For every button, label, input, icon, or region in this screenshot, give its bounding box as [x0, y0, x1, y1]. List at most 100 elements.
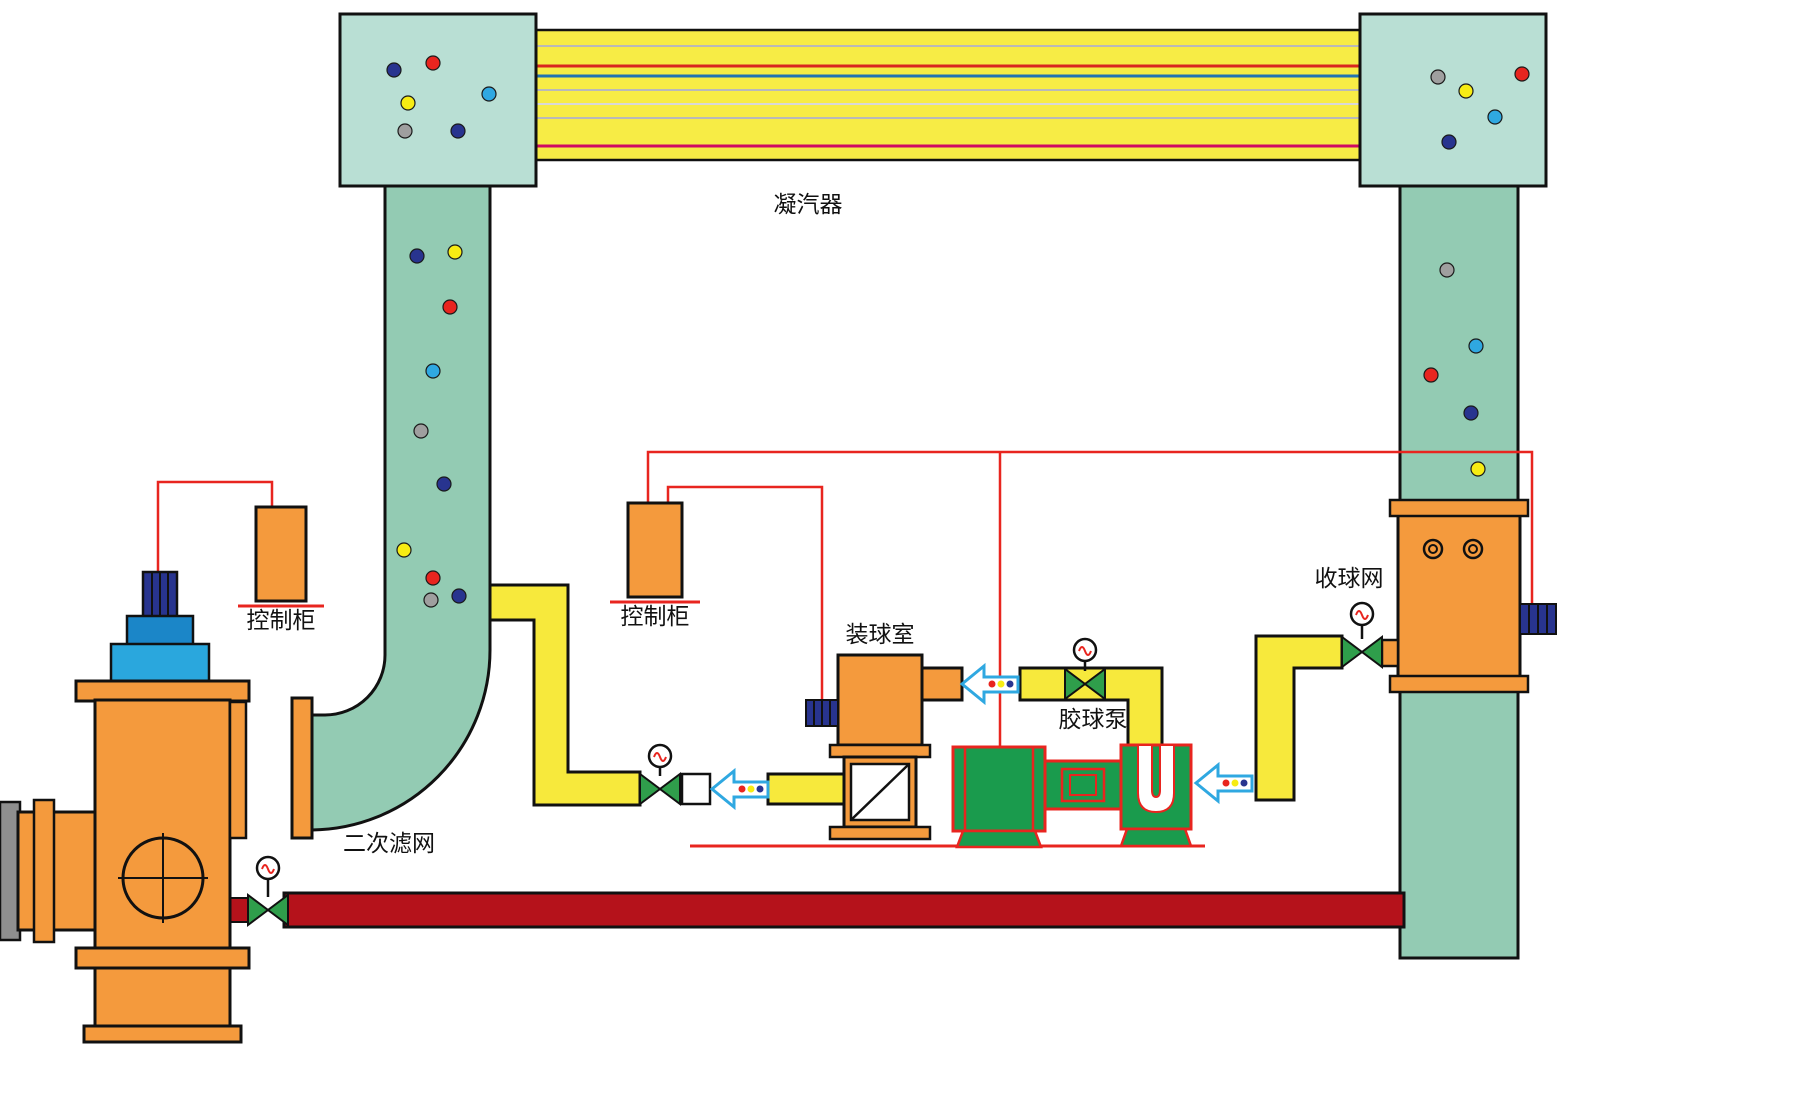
- arrow-ball: [997, 680, 1005, 688]
- pump-u-channel: [1137, 744, 1175, 814]
- collector-bottom-flange: [1388, 674, 1530, 694]
- cleaning-ball-red: [425, 55, 441, 71]
- filter-bottom-flange: [74, 946, 251, 970]
- chamber-mid-flange: [828, 743, 932, 759]
- cleaning-ball-cyan: [1487, 109, 1503, 125]
- left-waterbox: [338, 12, 538, 188]
- signal-line-chamber: [666, 485, 824, 702]
- coupling-detail: [1069, 774, 1097, 796]
- arrow-ball: [1006, 680, 1014, 688]
- filter-base-plate: [82, 1024, 243, 1044]
- secondary-filter-label: 二次滤网: [343, 830, 435, 856]
- bolt-icon: [1422, 538, 1444, 560]
- collector-left-stub: [1380, 638, 1400, 668]
- cleaning-ball-red: [1423, 367, 1439, 383]
- arrow-ball: [1222, 779, 1230, 787]
- left-pipe-flange: [290, 696, 314, 840]
- secondary-filter-device: [0, 570, 251, 1044]
- valve-icon: [1341, 635, 1364, 669]
- cleaning-ball-red: [1514, 66, 1530, 82]
- ball-loading-chamber-label: 装球室: [846, 621, 915, 647]
- balls-layer: [386, 55, 1530, 608]
- signal-line-filter-actuator: [156, 480, 274, 592]
- cleaning-ball-navy: [386, 62, 402, 78]
- filter-top-flange: [74, 679, 251, 703]
- inline-sight-box: [680, 772, 712, 806]
- gauge-needle: [261, 864, 275, 874]
- drain-pipe: [282, 891, 1406, 929]
- ball-collecting-net-device: [1380, 498, 1557, 694]
- pump-motor: [951, 745, 1047, 833]
- inlet-flange: [32, 798, 56, 944]
- control-cabinet-left: [238, 505, 324, 608]
- rubber-ball-pump-label: 胶球泵: [1059, 706, 1128, 732]
- gauge-needle: [653, 752, 667, 762]
- cleaning-ball-gray: [1430, 69, 1446, 85]
- chamber-right-port: [920, 666, 964, 702]
- arrow-ball: [1240, 779, 1248, 787]
- cabinet-body: [254, 505, 308, 603]
- valve-icon: [639, 772, 662, 806]
- cleaning-ball-gray: [413, 423, 429, 439]
- tube-bundle-body: [533, 28, 1362, 162]
- cleaning-ball-gray: [423, 592, 439, 608]
- bolt-icon: [1462, 538, 1484, 560]
- rubber-ball-pump: [951, 743, 1193, 849]
- flow-arrows: [709, 662, 1254, 811]
- control-signal-lines: [156, 450, 1534, 848]
- cleaning-ball-navy: [436, 476, 452, 492]
- actuator-body: [109, 642, 211, 684]
- bolt-icon: [1428, 544, 1438, 554]
- cleaning-ball-yellow: [396, 542, 412, 558]
- condenser-label: 凝汽器: [774, 191, 843, 217]
- gauge-needle: [1078, 646, 1092, 656]
- sight-glass-diagonal: [850, 763, 910, 821]
- control-cabinet-center-label: 控制柜: [621, 603, 690, 629]
- cleaning-ball-gray: [397, 123, 413, 139]
- cleaning-ball-red: [442, 299, 458, 315]
- casing-base: [1119, 827, 1193, 848]
- arrow-ball: [747, 785, 755, 793]
- chamber-inlet-pipe: [766, 772, 848, 806]
- cleaning-ball-navy: [1441, 134, 1457, 150]
- valve-icon: [1360, 635, 1383, 669]
- ball-loading-chamber: [805, 653, 964, 841]
- drain-pipe-assembly: [227, 891, 1406, 929]
- control-cabinet-center: [610, 501, 700, 604]
- right-waterbox: [1358, 12, 1548, 188]
- inlet-pipe: [16, 810, 97, 932]
- signal-line-collector: [646, 450, 1534, 606]
- cleaning-ball-gray: [1439, 262, 1455, 278]
- pump-casing: [1119, 743, 1193, 831]
- valve-icon: [247, 893, 270, 927]
- cleaning-ball-yellow: [447, 244, 463, 260]
- gauge-needle: [1355, 610, 1369, 620]
- coupling-detail: [1060, 767, 1106, 803]
- valve-icon: [1064, 667, 1087, 701]
- labels: 凝汽器 控制柜 控制柜 二次滤网 装球室 胶球泵 收球网: [247, 191, 1384, 856]
- cleaning-ball-yellow: [1458, 83, 1474, 99]
- valve-icon: [658, 772, 681, 806]
- cleaning-ball-yellow: [400, 95, 416, 111]
- control-cabinet-left-label: 控制柜: [247, 607, 316, 633]
- cleaning-ball-red: [425, 570, 441, 586]
- collector-body: [1396, 512, 1522, 680]
- condenser-tube-bundle: [533, 28, 1362, 162]
- cleaning-ball-cyan: [481, 86, 497, 102]
- arrow-ball: [756, 785, 764, 793]
- chamber-upper-body: [836, 653, 924, 747]
- filter-lower-body: [93, 966, 232, 1028]
- extraction-elbow-pipe: [488, 583, 642, 807]
- left-riser-pipe: [310, 184, 492, 832]
- cleaning-ball-navy: [409, 248, 425, 264]
- ball-collecting-net-label: 收球网: [1315, 565, 1384, 591]
- arrow-ball: [738, 785, 746, 793]
- chamber-bottom-flange: [828, 825, 932, 841]
- cleaning-ball-navy: [1463, 405, 1479, 421]
- motor-base: [955, 829, 1043, 849]
- cleaning-ball-cyan: [425, 363, 441, 379]
- cleaning-ball-navy: [451, 588, 467, 604]
- pump-suction-pipe: [1254, 634, 1344, 802]
